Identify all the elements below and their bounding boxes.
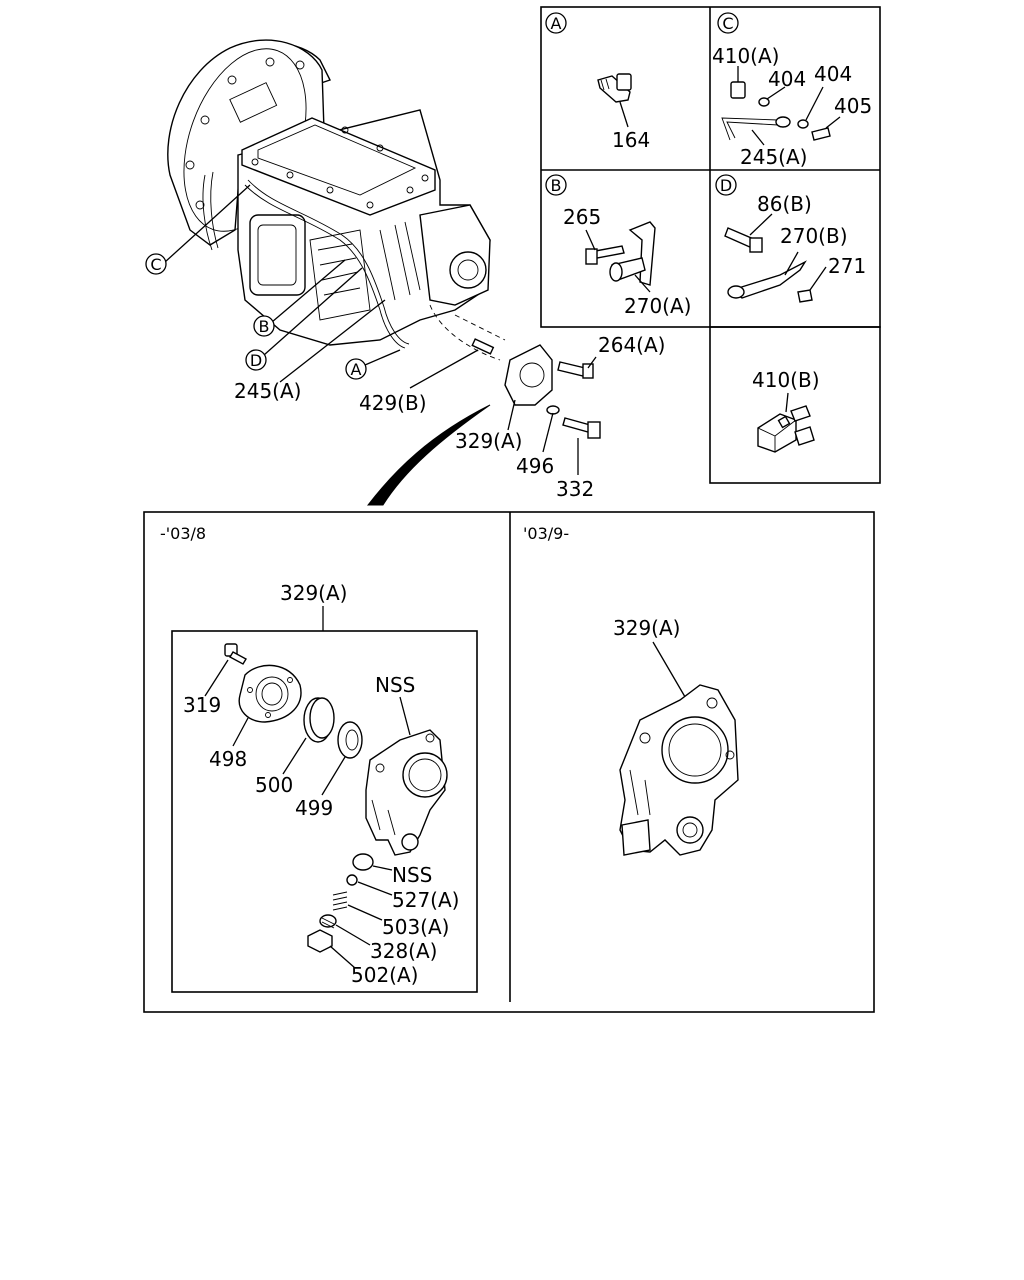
- detail-pointer-swoosh: [366, 404, 491, 506]
- callout-a: A: [351, 360, 362, 379]
- label-332: 332: [556, 477, 594, 501]
- fitting-164-drawing: [597, 73, 632, 103]
- lower-right-assembled-view: '03/9- 329(A): [523, 524, 739, 856]
- label-264a: 264(A): [598, 333, 665, 357]
- label-404-second: 404: [814, 62, 852, 86]
- label-328a: 328(A): [370, 939, 437, 963]
- label-410b: 410(B): [752, 368, 820, 392]
- label-410a: 410(A): [712, 44, 779, 68]
- pipe-parts-drawing: [721, 66, 841, 146]
- label-271: 271: [828, 254, 866, 278]
- lower-left-exploded-view: -'03/8 329(A) 319 498 500: [160, 524, 478, 993]
- detail-box-a: A 164: [545, 12, 650, 152]
- transmission-assembly-drawing: [167, 39, 601, 439]
- ring-500-drawing: [282, 697, 335, 775]
- label-429b: 429(B): [359, 391, 427, 415]
- small-parts-drawing: [307, 853, 393, 969]
- label-245a: 245(A): [234, 379, 301, 403]
- label-527a: 527(A): [392, 888, 459, 912]
- label-503a: 503(A): [382, 915, 449, 939]
- callout-d: D: [250, 351, 262, 370]
- label-245a-box: 245(A): [740, 145, 807, 169]
- label-270b: 270(B): [780, 224, 848, 248]
- cylinder-329a-drawing: [619, 684, 739, 856]
- plate-498-drawing: [232, 664, 302, 747]
- label-499: 499: [295, 796, 333, 820]
- box-c-letter: C: [722, 14, 733, 33]
- cylinder-body-drawing: [365, 729, 448, 856]
- callout-c: C: [150, 255, 161, 274]
- seal-499-drawing: [321, 721, 363, 796]
- lower-detail-panel: [143, 511, 875, 1013]
- box-d-letter: D: [720, 176, 732, 195]
- label-86b: 86(B): [757, 192, 812, 216]
- label-502a: 502(A): [351, 963, 418, 987]
- label-404-first: 404: [768, 67, 806, 91]
- fitting-410b-drawing: [757, 405, 815, 453]
- detail-box-c: C 410(A) 404 404 405 245(A): [712, 12, 872, 169]
- label-500: 500: [255, 773, 293, 797]
- period-right: '03/9-: [523, 524, 569, 543]
- bolt-319-drawing: [204, 643, 247, 697]
- label-498: 498: [209, 747, 247, 771]
- transmission-callouts: C B D A 245(A) 429(B) 264(A) 329(A) 496 …: [145, 184, 665, 506]
- label-265: 265: [563, 205, 601, 229]
- title-329a-right: 329(A): [613, 616, 680, 640]
- label-329a-main: 329(A): [455, 429, 522, 453]
- box-b-letter: B: [551, 176, 562, 195]
- detail-box-d: D 86(B) 270(B) 271: [715, 174, 866, 303]
- title-329a-left: 329(A): [280, 581, 347, 605]
- detail-box-b: B 265 270(A): [545, 174, 691, 318]
- label-405: 405: [834, 94, 872, 118]
- box-a-letter: A: [551, 14, 562, 33]
- detail-box-e: 410(B): [752, 368, 820, 453]
- label-319: 319: [183, 693, 221, 717]
- label-nss-body: NSS: [375, 673, 415, 697]
- bracket-270a-drawing: [585, 221, 656, 293]
- period-left: -'03/8: [160, 524, 206, 543]
- detail-box-grid: [540, 6, 881, 484]
- label-270a: 270(A): [624, 294, 691, 318]
- callout-b: B: [259, 317, 270, 336]
- label-164: 164: [612, 128, 650, 152]
- bracket-270b-drawing: [724, 213, 827, 303]
- label-nss-small: NSS: [392, 863, 432, 887]
- label-496: 496: [516, 454, 554, 478]
